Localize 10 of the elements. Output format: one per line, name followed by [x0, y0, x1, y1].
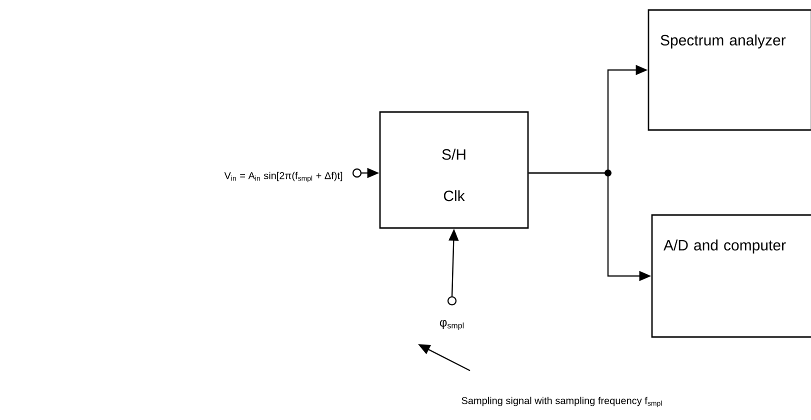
block-box — [648, 9, 811, 131]
signal-label: V$_{in}$ = A$_{in}$ sin[2π(f$_{smpl}$ + Δf)t] — [224, 172, 342, 182]
block-label: Spectrum analyzer — [660, 34, 786, 48]
block-box — [379, 111, 529, 229]
block-label: S/H — [442, 148, 466, 160]
annotation-text: Sampling signal with sampling frequency f$_{smpl}$ — [462, 396, 662, 408]
block-label: A/D and computer — [664, 240, 786, 254]
block-box — [651, 214, 811, 338]
signal-label: φ$_{smpl}$ — [440, 320, 464, 330]
block-label: Clk — [444, 190, 465, 202]
